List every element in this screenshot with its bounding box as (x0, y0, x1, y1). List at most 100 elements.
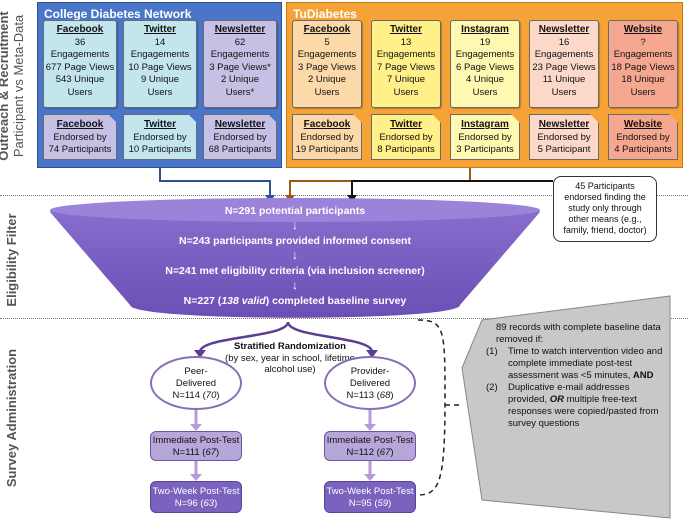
cdn-twitter-meta-card-line: Engagements (130, 49, 190, 60)
funnel-body (50, 200, 540, 318)
cdn-newsletter-meta-card-line: Users* (225, 86, 255, 98)
tu-facebook-meta-card-line: 5 (324, 36, 330, 48)
funnel-top (50, 198, 540, 222)
cdn-twitter-endorse-card-line: Endorsed by (133, 131, 187, 143)
tu-website-endorse-card-line: 4 Participants (614, 144, 672, 155)
cdn-facebook-meta-card-line: 543 Unique (55, 74, 105, 85)
tu-twitter-meta-card-line: 7 Page Views (377, 61, 435, 73)
tu-instagram-meta-card-line: 4 Unique (465, 74, 505, 85)
tu-twitter-meta-card-line: Engagements (376, 49, 436, 60)
cdn-facebook-meta-card-line: 677 Page Views (45, 61, 115, 73)
arm-label-1: Provider- (350, 366, 390, 377)
two-week-count-italic: 59 (377, 498, 389, 509)
arm-label-2: Delivered (175, 378, 217, 389)
removal-item-1-and: AND (632, 370, 654, 381)
tu-twitter-meta-card-line: 7 Unique (386, 74, 426, 85)
arm-count-pre: N=114 ( (172, 390, 206, 401)
cdn-newsletter-endorse-card-line: Endorsed by (213, 131, 267, 143)
tu-newsletter-meta-card-line: 16 (558, 36, 570, 48)
split-right-head (366, 350, 378, 358)
post-test-label: Immediate Post-Test (326, 435, 414, 446)
post-test-count: N=111 (67) (151, 447, 241, 459)
post-test-count-pre: N=111 ( (172, 447, 206, 458)
cdn-twitter-meta-card-line: Users (147, 86, 173, 98)
funnel-step-4-pre: N=227 ( (183, 295, 222, 307)
note-connector (351, 180, 553, 196)
tu-website-meta-card-line: 18 Unique (621, 74, 665, 85)
tu-instagram-endorse-card-heading: Instagram (461, 119, 509, 130)
removal-item-2: (2) Duplicative e-mail addresses provide… (482, 382, 670, 430)
removal-item-1: (1) Time to watch intervention video and… (482, 346, 670, 382)
cdn-newsletter-meta-card-line: 62 (234, 36, 246, 48)
cdn-facebook-meta-card-line: 36 (74, 36, 86, 48)
two-week-count-post: ) (214, 498, 218, 509)
arm-count: N=114 (70) (152, 390, 240, 402)
tu-newsletter-meta-card-line: Engagements (534, 49, 594, 60)
randomization-label: Stratified Randomization (by sex, year i… (220, 341, 360, 376)
funnel-step-2: N=243 participants provided informed con… (179, 235, 411, 247)
removal-item-1-text: Time to watch intervention video and com… (508, 346, 663, 381)
peer-arrow-1-head (190, 424, 202, 431)
tu-instagram-meta-card-line: 6 Page Views (456, 61, 514, 73)
cdn-title: College Diabetes Network (44, 7, 192, 21)
tu-twitter-meta-card-heading: Twitter (389, 24, 423, 35)
cdn-facebook-endorse-card-line: Endorsed by (53, 131, 107, 143)
post-test-count-post: ) (390, 447, 394, 458)
cdn-facebook-meta-card-line: Engagements (50, 49, 110, 60)
randomization-title: Stratified Randomization (234, 341, 346, 352)
cdn-newsletter-meta-card-line: 2 Unique (220, 74, 260, 85)
tu-twitter-endorse-card-heading: Twitter (389, 119, 423, 130)
split-left-head (194, 350, 206, 358)
two-week-count: N=96 (63) (151, 498, 241, 510)
cdn-twitter-meta-card-line: 9 Unique (140, 74, 180, 85)
removal-item-1-num: (1) (486, 346, 498, 357)
tu-facebook-endorse-card-line: 19 Participants (295, 144, 359, 155)
arm-count-pre: N=113 ( (346, 390, 380, 401)
tu-instagram-meta-card-line: 19 (479, 36, 491, 48)
tu-twitter-endorse-card-line: Endorsed by (379, 131, 433, 143)
removal-note-intro: 89 records with complete baseline data r… (496, 322, 661, 345)
post-test-count: N=112 (67) (325, 447, 415, 459)
other-means-note: 45 Participants endorsed finding the stu… (553, 176, 657, 242)
cdn-newsletter-meta-card-heading: Newsletter (214, 24, 266, 35)
funnel-step-4: N=227 (138 valid) completed baseline sur… (50, 295, 540, 307)
tu-website-meta-card-line: ? (640, 36, 646, 48)
tu-instagram-meta-card-line: Users (472, 86, 498, 98)
funnel-step-1: N=291 potential participants (224, 205, 366, 217)
tu-instagram-endorse-card-line: Endorsed by (458, 131, 512, 143)
tu-website-meta-card-line: 18 Page Views (611, 61, 675, 73)
funnel-text-region: N=291 potential participants ↓ N=243 par… (50, 200, 540, 320)
tu-facebook-meta-card-line: Users (314, 86, 340, 98)
tu-facebook-meta-card-heading: Facebook (303, 24, 351, 35)
two-week-count-italic: 63 (203, 498, 215, 509)
tu-newsletter-meta-card-line: Users (551, 86, 577, 98)
cdn-facebook-endorse-card-line: 74 Participants (48, 144, 112, 155)
tu-facebook-endorse-card-heading: Facebook (303, 119, 351, 130)
removal-item-2-or: OR (549, 394, 564, 405)
cdn-twitter-meta-card-heading: Twitter (143, 24, 177, 35)
tu-instagram-meta-card-heading: Instagram (461, 24, 509, 35)
cdn-twitter-meta-card-line: 14 (154, 36, 166, 48)
tu-website-meta-card-heading: Website (623, 24, 663, 35)
split-left (198, 321, 290, 353)
arm-count-post: ) (390, 390, 394, 401)
cdn-newsletter-meta-card-line: 3 Page Views* (209, 61, 271, 73)
removal-note: 89 records with complete baseline data r… (482, 322, 670, 430)
tu-newsletter-endorse-card-heading: Newsletter (538, 119, 590, 130)
